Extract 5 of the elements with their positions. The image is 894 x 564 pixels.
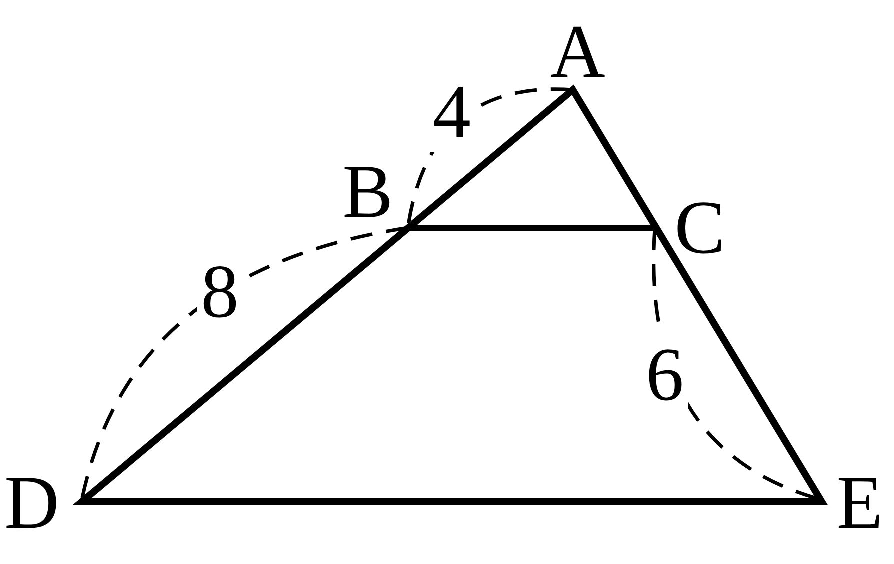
point-label: B [342,154,394,230]
point-label: E [836,465,884,541]
point-label: C [674,190,726,266]
point-label: A [550,14,606,90]
point-label: D [4,465,60,541]
